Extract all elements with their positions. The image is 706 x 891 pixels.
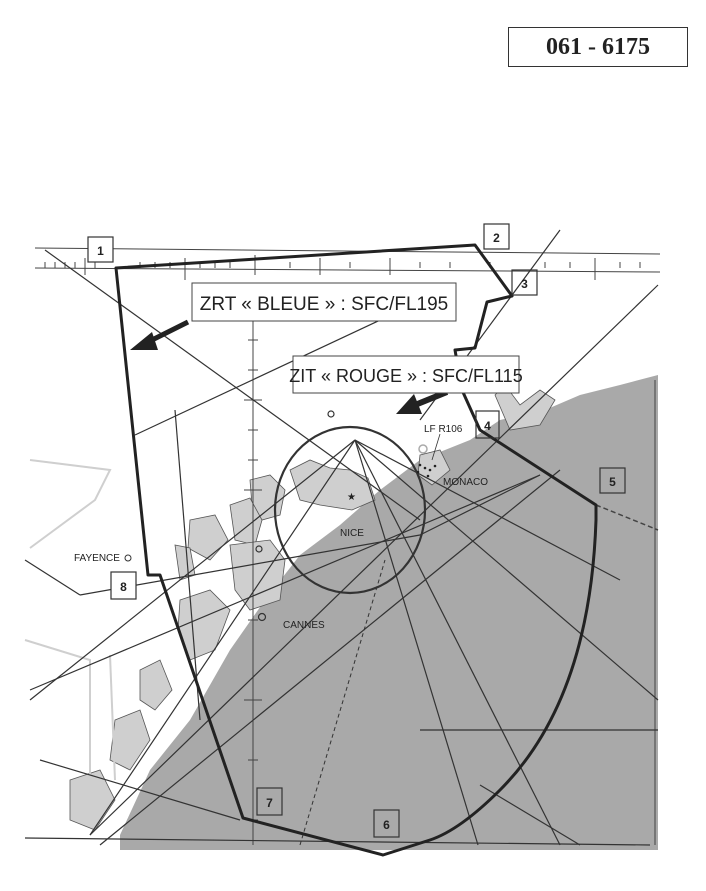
zrt-label-text: ZRT « BLEUE » : SFC/FL195 [200, 294, 449, 315]
waypoint-2: 2 [483, 223, 510, 250]
svg-text:6: 6 [383, 818, 390, 832]
dashed-sea-boundary [595, 504, 659, 531]
svg-text:4: 4 [484, 419, 491, 433]
sea-area [120, 375, 658, 850]
waypoint-4: 4 [475, 410, 500, 439]
waypoint-3: 3 [511, 269, 538, 296]
waypoint-1: 1 [87, 236, 114, 263]
reference-number-box: 061 - 6175 [508, 27, 688, 67]
graticule-ruler [34, 247, 661, 845]
aerodrome-icon [255, 545, 263, 553]
urban-areas [69, 384, 556, 831]
zit-pointer-arrow [396, 389, 449, 414]
fayence-aerodrome-icon [124, 554, 132, 562]
place-monaco: MONACO [443, 477, 488, 488]
svg-text:8: 8 [120, 580, 127, 594]
restricted-area-lf-r106: LF R106 [424, 424, 463, 435]
zrt-bleue-boundary [114, 243, 598, 857]
ruler-ticks [44, 255, 641, 821]
vor-icon [327, 410, 335, 418]
waypoint-5: 5 [599, 467, 626, 494]
monaco-heliport-icon [418, 444, 428, 454]
svg-text:1: 1 [97, 244, 104, 258]
svg-text:2: 2 [493, 231, 500, 245]
place-cannes: CANNES [283, 620, 325, 631]
waypoint-7: 7 [256, 787, 283, 816]
cannes-aerodrome-icon [257, 612, 267, 622]
svg-text:5: 5 [609, 475, 616, 489]
zit-rouge-circle [273, 425, 427, 595]
zit-label-text: ZIT « ROUGE » : SFC/FL115 [289, 366, 522, 386]
place-fayence: FAYENCE [74, 553, 120, 564]
svg-text:3: 3 [521, 277, 528, 291]
zit-label: ZIT « ROUGE » : SFC/FL115 [289, 355, 523, 394]
airway-routes [24, 229, 659, 846]
waypoint-8: 8 [110, 571, 137, 600]
lf-r106-leader [431, 433, 441, 461]
waypoint-6: 6 [373, 809, 400, 838]
dashed-route [299, 559, 386, 846]
place-nice: NICE [340, 528, 364, 539]
faint-boundaries [24, 459, 116, 781]
reference-number: 061 - 6175 [546, 33, 650, 60]
monaco-dotted-area [416, 463, 437, 478]
svg-text:7: 7 [266, 796, 273, 810]
nice-airport-star-icon: ★ [347, 492, 356, 503]
zrt-label: ZRT « BLEUE » : SFC/FL195 [191, 282, 457, 322]
zrt-pointer-arrow [130, 319, 190, 350]
